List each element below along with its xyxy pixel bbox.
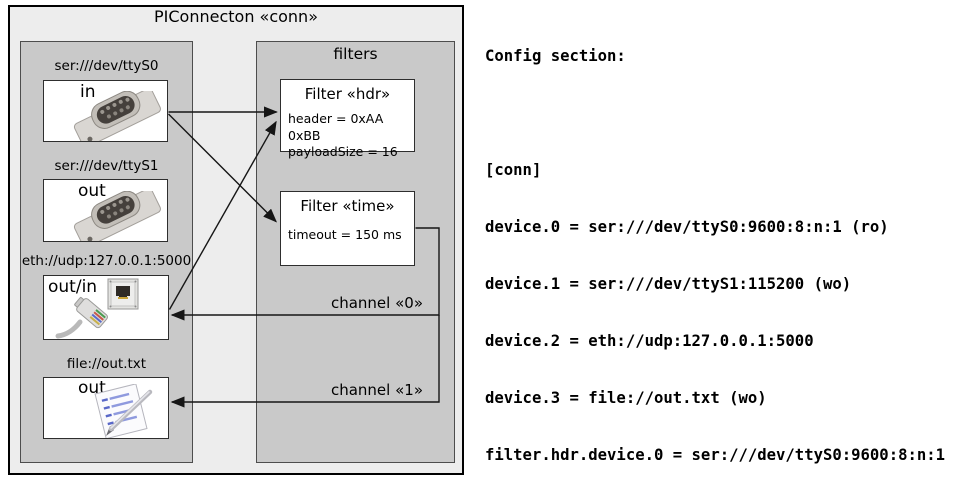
config-line: [conn] (485, 161, 542, 179)
filter-hdr-attr-header: header = 0xAA 0xBB (288, 111, 384, 143)
filter-box-hdr: Filter «hdr» header = 0xAA 0xBB payloadS… (280, 79, 415, 159)
device-label-ttys0: ser:///dev/ttyS0 (54, 58, 159, 74)
device-box-file: out (43, 377, 169, 439)
filter-box-time: Filter «time» timeout = 150 ms (280, 191, 415, 266)
config-line: device.2 = eth://udp:127.0.0.1:5000 (485, 332, 814, 350)
ethernet-jack-icon (107, 278, 139, 310)
config-lines: [conn] device.0 = ser:///dev/ttyS0:9600:… (485, 123, 954, 484)
config-heading: Config section: (485, 47, 626, 65)
channel-1-label: channel «1» (330, 381, 423, 399)
device-box-ttys1: out (43, 179, 168, 242)
device-direction: out (78, 181, 106, 201)
device-label-file: file://out.txt (66, 356, 147, 372)
device-label-eth: eth://udp:127.0.0.1:5000 (21, 253, 192, 269)
channel-0-label: channel «0» (330, 294, 423, 312)
device-box-ttys0: in (43, 80, 168, 142)
device-direction: out/in (48, 277, 98, 297)
device-label-ttys1: ser:///dev/ttyS1 (54, 158, 159, 174)
text-file-icon (94, 384, 153, 438)
filter-time-title: Filter «time» (300, 197, 395, 215)
filter-time-attr-timeout: timeout = 150 ms (288, 227, 402, 242)
device-direction: in (80, 82, 96, 102)
serial-connector-icon (73, 91, 161, 141)
config-line: filter.hdr.device.0 = ser:///dev/ttyS0:9… (485, 446, 946, 464)
filters-panel-title: filters (333, 45, 378, 63)
device-box-eth: out/in (43, 275, 169, 340)
piconnecton-diagram: PIConnecton «conn» filters ser:///dev/tt… (0, 0, 470, 484)
serial-connector-icon (73, 191, 161, 241)
config-line: device.1 = ser:///dev/ttyS1:115200 (wo) (485, 275, 852, 293)
config-line: device.0 = ser:///dev/ttyS0:9600:8:n:1 (… (485, 218, 889, 236)
config-section: Config section: [conn] device.0 = ser://… (485, 9, 954, 484)
filter-hdr-title: Filter «hdr» (304, 85, 391, 103)
ethernet-plug-icon (55, 296, 108, 339)
diagram-title: PIConnecton «conn» (154, 7, 318, 26)
config-line: device.3 = file://out.txt (wo) (485, 389, 767, 407)
filter-hdr-attr-payloadsize: payloadSize = 16 (288, 144, 398, 159)
